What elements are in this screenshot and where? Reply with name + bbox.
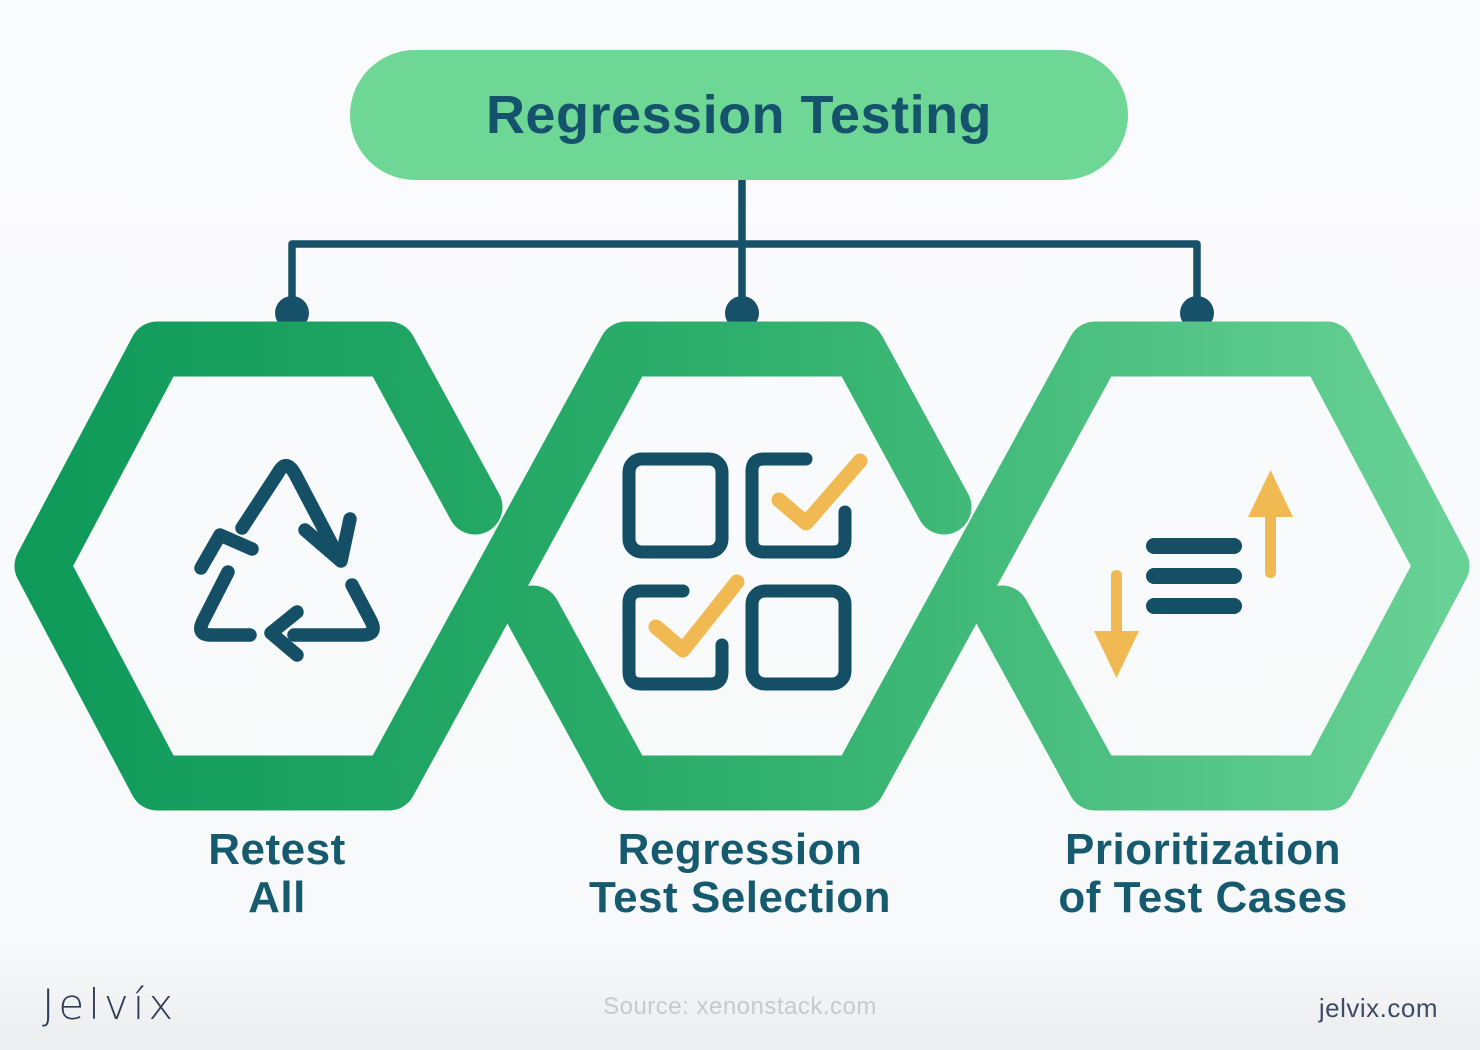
recycle-arrowhead-right	[298, 512, 357, 568]
checkmark-bottom-left	[648, 574, 745, 658]
label-regression-test-selection: Regression Test Selection	[589, 826, 891, 922]
up-arrow	[1248, 470, 1293, 578]
hexagon-strand-2	[505, 321, 1470, 811]
recycle-icon	[194, 459, 380, 662]
label-line: Regression	[617, 825, 863, 874]
sort-list-bars	[1146, 538, 1242, 614]
checkbox-empty-top-left	[622, 452, 729, 559]
label-line: Test Selection	[588, 873, 892, 922]
checkboxes-icon	[622, 452, 868, 691]
recycle-arrowhead-left	[194, 528, 259, 575]
source-credit: Source: xenonstack.com	[603, 993, 877, 1020]
hexagon-chain	[14, 321, 1470, 811]
page-title: Regression Testing	[485, 85, 993, 145]
checkbox-empty-bottom-right	[745, 584, 852, 691]
down-arrow	[1094, 570, 1139, 678]
checkmark-top-right	[771, 453, 868, 531]
checkbox-checked-top-right	[745, 452, 852, 559]
label-line: of Test Cases	[1058, 873, 1348, 922]
hexagon-strand-1	[14, 321, 972, 811]
title-pill: Regression Testing	[350, 50, 1128, 180]
label-prioritization-of-test-cases: Prioritization of Test Cases	[1058, 826, 1347, 922]
jelvix-logo: Jelvíx	[42, 980, 178, 1029]
label-line: All	[248, 873, 306, 922]
recycle-arrowhead-bottom	[264, 605, 304, 662]
checkbox-checked-bottom-left	[622, 584, 729, 691]
label-line: Prioritization	[1065, 825, 1341, 874]
website-link[interactable]: jelvix.com	[1318, 993, 1438, 1023]
label-line: Retest	[208, 825, 346, 874]
sort-arrows-icon	[1094, 470, 1293, 678]
connector-lines	[288, 174, 1201, 302]
label-retest-all: Retest All	[208, 826, 346, 922]
